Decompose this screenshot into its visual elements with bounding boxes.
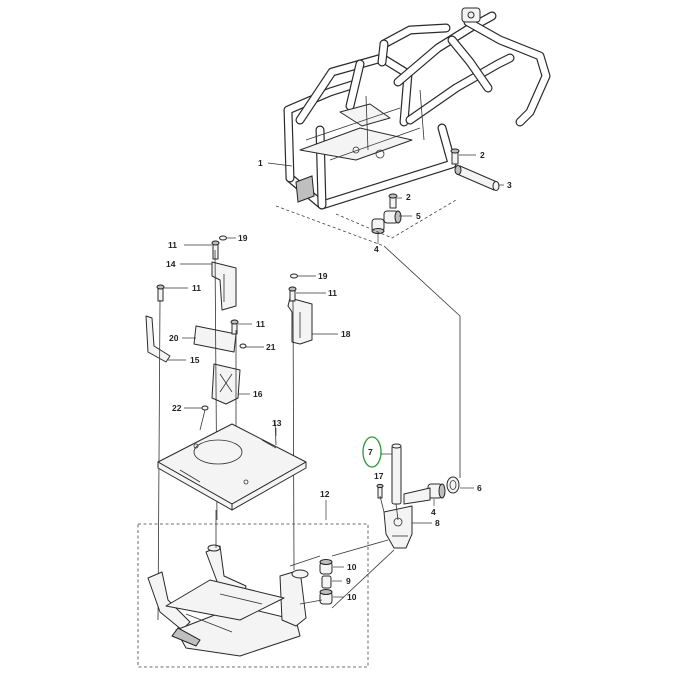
frame-assembly <box>283 7 551 210</box>
callout-11-b: 11 <box>192 283 201 293</box>
callout-11-d: 11 <box>256 319 265 329</box>
bracket-14 <box>211 261 237 311</box>
callout-22: 22 <box>172 403 182 413</box>
callout-12: 12 <box>320 489 330 499</box>
callout-9: 9 <box>346 576 351 586</box>
callout-3: 3 <box>507 180 512 190</box>
screw-22 <box>201 405 209 411</box>
screw-21 <box>239 343 247 349</box>
callout-10-lower: 10 <box>347 592 357 602</box>
pin-shaft <box>403 487 431 505</box>
callout-11-c: 11 <box>328 288 337 298</box>
bracket-15 <box>145 315 171 363</box>
callout-7: 7 <box>368 447 373 457</box>
bolt-11-a <box>211 240 220 260</box>
callout-18: 18 <box>341 329 351 339</box>
bolt-2-lower <box>388 193 398 209</box>
callout-21: 21 <box>266 342 276 352</box>
callout-15: 15 <box>190 355 200 365</box>
bolt-17 <box>376 483 384 499</box>
hinge-bracket-8 <box>383 505 413 549</box>
bushing-10-lower <box>319 589 333 605</box>
callout-8: 8 <box>435 518 440 528</box>
callout-13: 13 <box>272 418 282 428</box>
bolt-2-upper <box>450 148 460 165</box>
callout-14: 14 <box>166 259 176 269</box>
callout-1: 1 <box>258 158 263 168</box>
washer-19-b <box>290 273 298 279</box>
callout-17: 17 <box>374 471 384 481</box>
plate-20 <box>193 325 237 353</box>
bushing-4-lower <box>427 483 446 499</box>
callout-4-lower: 4 <box>431 507 436 517</box>
washer-19-a <box>219 235 227 241</box>
bolt-11-d <box>230 319 239 335</box>
callout-group: 1 2 3 2 5 4 11 19 14 19 11 11 18 11 20 2… <box>164 150 512 602</box>
callout-19-b: 19 <box>318 271 328 281</box>
bolt-11-c <box>288 286 297 302</box>
support-16 <box>211 363 241 405</box>
guide-line-frame-detail <box>335 199 457 239</box>
bolt-11-b <box>156 284 165 302</box>
ring-6 <box>446 476 460 494</box>
base-frame-12 <box>147 544 309 657</box>
spacer-9 <box>321 575 332 589</box>
callout-16: 16 <box>253 389 263 399</box>
bracket-18 <box>287 297 313 345</box>
callout-2-lower: 2 <box>406 192 411 202</box>
callout-6: 6 <box>477 483 482 493</box>
callout-10-upper: 10 <box>347 562 357 572</box>
callout-11-a: 11 <box>168 240 177 250</box>
bushing-10-upper <box>319 559 333 575</box>
bushing-5 <box>383 210 402 224</box>
callout-19-a: 19 <box>238 233 248 243</box>
callout-20: 20 <box>169 333 179 343</box>
mounting-plate-13 <box>157 423 307 511</box>
guide-line-frame <box>275 205 385 247</box>
callout-4-upper: 4 <box>374 244 379 254</box>
pin-7 <box>391 443 402 505</box>
highlight-ring-part-7 <box>362 436 382 468</box>
callout-2-upper: 2 <box>480 150 485 160</box>
bushing-4-upper <box>371 218 385 234</box>
axle-pin-3 <box>454 165 500 191</box>
guide-line-to-ring <box>383 245 461 478</box>
callout-5: 5 <box>416 211 421 221</box>
